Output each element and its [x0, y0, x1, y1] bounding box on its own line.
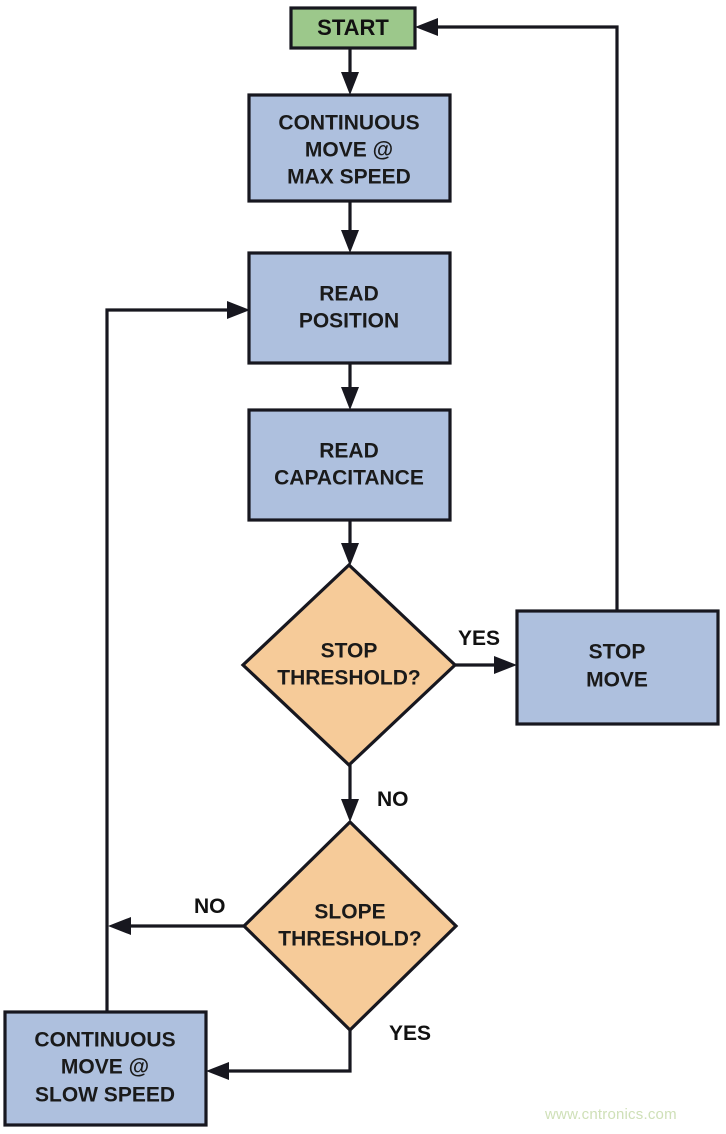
- node-continuous-move-max[interactable]: CONTINUOUS MOVE @ MAX SPEED: [247, 93, 452, 203]
- edge-read-position-to-read-capacitance: [341, 363, 359, 410]
- node-slope-threshold-label-2: THRESHOLD?: [278, 928, 422, 951]
- node-slope-threshold[interactable]: SLOPE THRESHOLD?: [241, 819, 459, 1033]
- edge-stop-threshold-no-to-slope-threshold: [341, 765, 359, 822]
- node-read-position[interactable]: READ POSITION: [247, 251, 452, 365]
- edge-stop-threshold-yes-to-stop-move: [455, 656, 517, 674]
- node-continuous-move-max-label-1: CONTINUOUS: [278, 112, 419, 135]
- node-start-label-1: START: [317, 15, 389, 40]
- node-slope-threshold-label-1: SLOPE: [314, 901, 385, 924]
- node-stop-move-label-1: STOP: [589, 641, 646, 664]
- node-start[interactable]: START: [289, 6, 417, 50]
- edge-label-slope-threshold-no: NO: [194, 895, 226, 918]
- node-read-position-label-2: POSITION: [299, 310, 399, 333]
- node-stop-move[interactable]: STOP MOVE: [515, 609, 720, 726]
- node-continuous-move-max-label-3: MAX SPEED: [287, 166, 411, 189]
- edge-left-rail-to-read-position: [105, 301, 250, 1012]
- watermark: www.cntronics.com: [544, 1106, 677, 1123]
- edge-label-stop-threshold-no: NO: [377, 788, 409, 811]
- edge-stop-move-to-start: [415, 18, 619, 611]
- node-continuous-move-slow-label-1: CONTINUOUS: [34, 1029, 175, 1052]
- node-read-position-label-1: READ: [319, 283, 379, 306]
- edge-continuous-max-to-read-position: [341, 201, 359, 253]
- node-stop-move-label-2: MOVE: [586, 669, 648, 692]
- node-stop-threshold-label-1: STOP: [321, 640, 378, 663]
- node-continuous-move-slow-label-2: MOVE @: [61, 1056, 149, 1079]
- edge-slope-threshold-yes-to-continuous-slow: [206, 1030, 352, 1080]
- edge-slope-threshold-no-to-read-position: [108, 917, 244, 935]
- node-stop-threshold-label-2: THRESHOLD?: [277, 667, 421, 690]
- node-read-capacitance[interactable]: READ CAPACITANCE: [247, 408, 452, 522]
- edge-label-stop-threshold-yes: YES: [458, 627, 500, 650]
- edge-read-capacitance-to-stop-threshold: [341, 520, 359, 566]
- node-continuous-move-max-label-2: MOVE @: [305, 139, 393, 162]
- node-continuous-move-slow[interactable]: CONTINUOUS MOVE @ SLOW SPEED: [3, 1010, 208, 1127]
- edge-start-to-continuous-max: [341, 48, 359, 95]
- node-continuous-move-slow-label-3: SLOW SPEED: [35, 1084, 175, 1107]
- edge-label-slope-threshold-yes: YES: [389, 1022, 431, 1045]
- node-read-capacitance-label-1: READ: [319, 440, 379, 463]
- node-stop-threshold[interactable]: STOP THRESHOLD?: [240, 562, 458, 768]
- node-read-capacitance-label-2: CAPACITANCE: [274, 467, 424, 490]
